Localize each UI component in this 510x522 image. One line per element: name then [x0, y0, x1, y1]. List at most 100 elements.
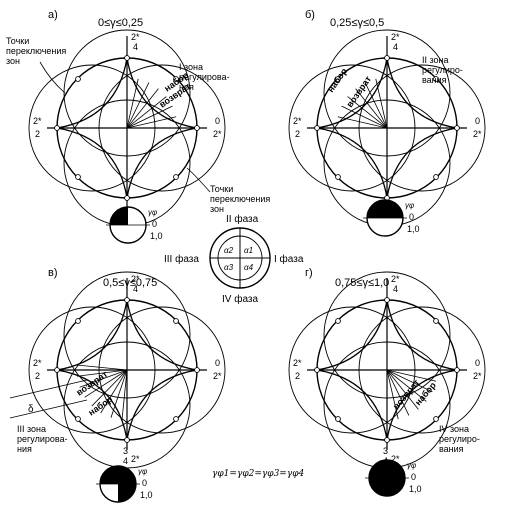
fan-ray [76, 369, 128, 377]
axis-right-num: 0 [475, 358, 480, 368]
pie-label-gamma: γφ [138, 467, 147, 476]
fan-ray [386, 369, 433, 393]
switch-point [335, 174, 341, 180]
fan-ray [76, 364, 128, 371]
switch-point [173, 318, 179, 324]
fan-ray [364, 82, 388, 129]
axis-top-label: 2* [131, 274, 140, 284]
axis-bottom-den: 2* [131, 454, 140, 464]
zone-label-line: регулиро- [439, 434, 480, 444]
switch-point [433, 76, 439, 82]
fan-ray [355, 88, 388, 129]
fan-ray [337, 116, 388, 129]
axis-top-label: 2* [391, 32, 400, 42]
switch-point [314, 125, 320, 131]
panel-letter: г) [305, 267, 313, 279]
fan-ray [126, 82, 150, 129]
axis-right-num: 0 [215, 116, 220, 126]
pie-label-zero: 0 [152, 219, 157, 229]
callout-line: зон [210, 204, 224, 214]
axis-right-den: 2* [213, 371, 222, 381]
switch-point [124, 437, 130, 443]
axis-right-den: 2* [473, 371, 482, 381]
zone-label-line: II зона [422, 55, 449, 65]
phase-right-label: I фаза [274, 253, 304, 265]
phase-top-label: II фаза [226, 213, 259, 225]
delta-line [9, 379, 88, 399]
axis-right-den: 2* [213, 129, 222, 139]
axis-bottom-num: 3 [383, 446, 388, 456]
fan-ray [386, 369, 437, 382]
switch-point [433, 416, 439, 422]
panel-letter: в) [48, 267, 58, 279]
axis-right-num: 0 [475, 116, 480, 126]
axis-right-den: 2* [473, 129, 482, 139]
fan-ray [126, 78, 139, 129]
zone-label-line: вания [422, 75, 447, 85]
fan-ray [386, 369, 410, 416]
pie-fill [110, 207, 128, 225]
panel-letter: б) [305, 9, 315, 21]
switch-point [454, 367, 460, 373]
switch-point [194, 367, 200, 373]
switch-point [384, 297, 390, 303]
panel-letter: а) [48, 9, 58, 21]
fan-ray [375, 78, 388, 129]
zone-label-line: регулирова- [179, 72, 230, 82]
pie-label-one: 1,0 [150, 231, 163, 241]
panel-range-label: 0,5≤γ≤0,75 [103, 277, 157, 289]
switch-point [314, 367, 320, 373]
switch-point [124, 297, 130, 303]
phase-alpha1: α1 [244, 246, 253, 255]
switch-point [173, 76, 179, 82]
axis-top-den: 4 [393, 42, 398, 52]
axis-bottom-num: 3 [123, 446, 128, 456]
switch-point [54, 367, 60, 373]
phase-alpha4: α4 [244, 263, 254, 272]
fan-ray [110, 369, 128, 418]
pie-label-one: 1,0 [407, 224, 420, 234]
zone-label-line: вания [439, 444, 464, 454]
panel-b: б)0,25≤γ≤0,52*42*202*II зонарегулиро-ван… [288, 9, 486, 237]
fan-ray [84, 369, 128, 398]
zone-label-line: III зона [17, 424, 46, 434]
fan-ray [386, 369, 419, 410]
pie-label-zero: 0 [411, 472, 416, 482]
fan-ray [126, 116, 177, 129]
axis-left-label: 2* [293, 116, 302, 126]
fan-ray [79, 369, 128, 388]
fan-ray [347, 96, 388, 129]
switch-point [384, 55, 390, 61]
axis-top-label: 2* [131, 32, 140, 42]
pie-label-one: 1,0 [409, 484, 422, 494]
zone-label-line: I зона [179, 62, 203, 72]
zone-label-line: ния [179, 82, 194, 92]
switch-point [75, 76, 81, 82]
pie-label-gamma: γφ [405, 201, 414, 210]
panel-a: а)0≤γ≤0,252*42*202*I зонарегулирова-ниян… [6, 9, 270, 244]
axis-bottom-4: 4 [123, 456, 128, 466]
phase-alpha2: α2 [224, 246, 234, 255]
axis-left-den: 2 [295, 129, 300, 139]
fan-ray [126, 88, 159, 129]
switch-point [124, 55, 130, 61]
switch-point [194, 125, 200, 131]
fan-ray [126, 96, 167, 129]
switch-point [173, 416, 179, 422]
switch-point [75, 174, 81, 180]
zone-label-line: регулиро- [422, 65, 463, 75]
fan-ray [386, 369, 427, 402]
pie-label-zero: 0 [142, 478, 147, 488]
axis-right-num: 0 [215, 358, 220, 368]
axis-left-den: 2 [295, 371, 300, 381]
axis-top-label: 2* [391, 274, 400, 284]
switch-point [433, 318, 439, 324]
panels-layer: а)0≤γ≤0,252*42*202*I зонарегулирова-ниян… [6, 9, 486, 503]
switch-point [173, 174, 179, 180]
switch-point [54, 125, 60, 131]
zone-label-line: регулирова- [17, 434, 68, 444]
callout-line: зон [6, 56, 20, 66]
switch-point [124, 195, 130, 201]
